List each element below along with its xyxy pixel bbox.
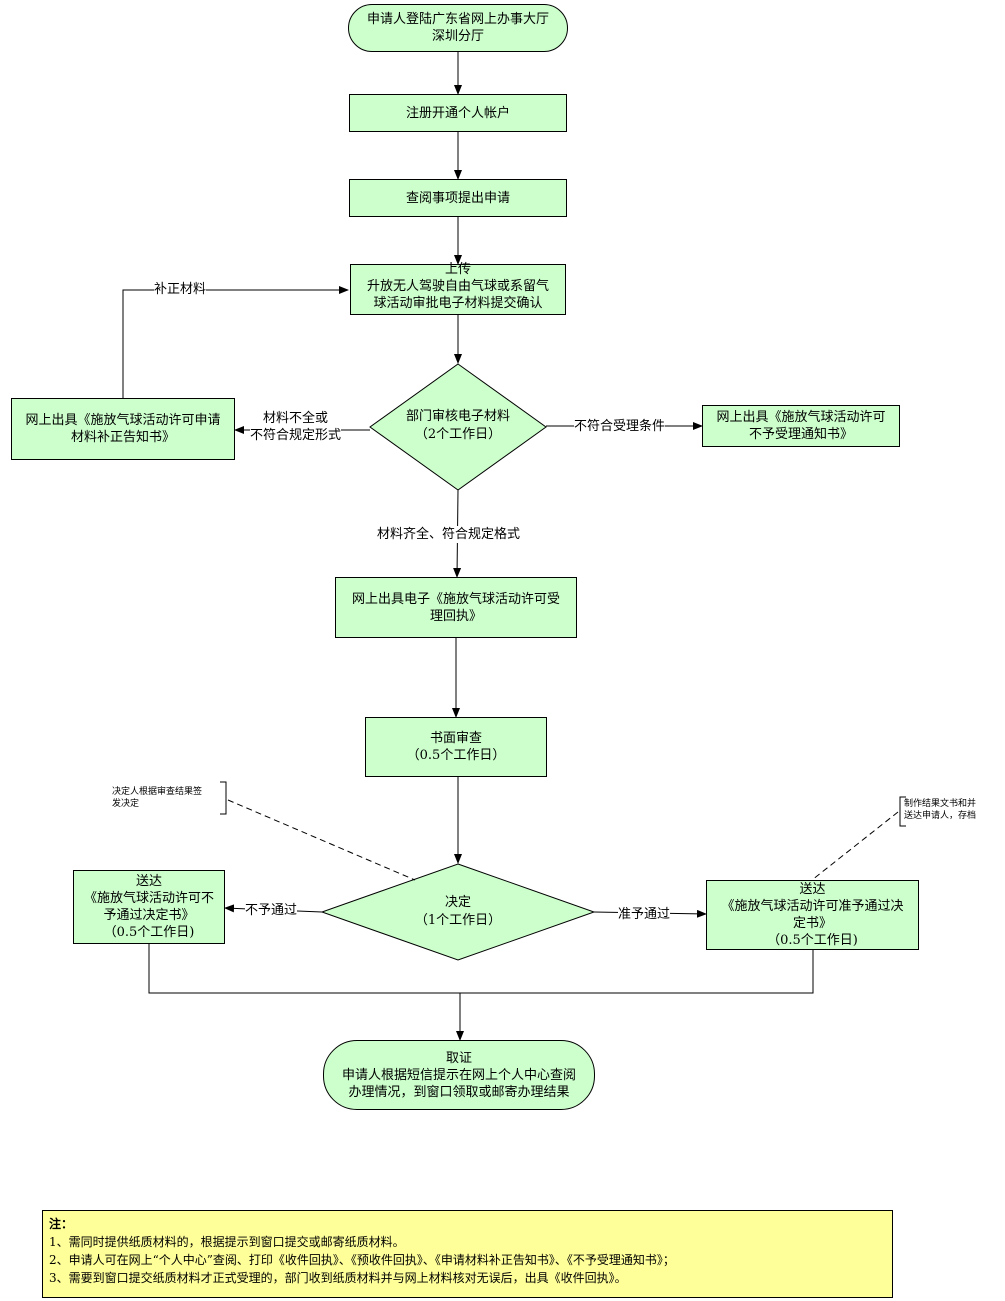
node-upload: 上传 升放无人驾驶自由气球或系留气 球活动审批电子材料提交确认: [350, 262, 566, 315]
node-written-review: 书面审查 （0.5个工作日）: [365, 717, 547, 777]
node-deny-delivery-line-3: 予通过决定书》: [103, 908, 195, 923]
node-upload-line-1: 上传: [444, 262, 471, 277]
node-start: 申请人登陆广东省网上办事大厅 深圳分厅: [348, 4, 568, 52]
node-deny-delivery-line-4: （0.5个工作日): [103, 925, 195, 940]
label-incomplete-line-2: 不符合规定形式: [250, 428, 342, 443]
decision-diamond: [320, 863, 596, 961]
node-deny-delivery-line-2: 《施放气球活动许可不: [83, 891, 214, 906]
node-approve-delivery: 送达 《施放气球活动许可准予通过决 定书》 （0.5个工作日): [706, 880, 919, 950]
node-reject-notice-line-1: 网上出具《施放气球活动许可: [716, 410, 886, 425]
label-deny: 不予通过: [245, 902, 298, 919]
label-not-eligible: 不符合受理条件: [574, 418, 666, 435]
merge-line: [148, 944, 814, 994]
label-complete: 材料齐全、符合规定格式: [377, 526, 521, 543]
label-approve-text: 准予通过: [618, 907, 671, 922]
node-collect: 取证 申请人根据短信提示在网上个人中心查阅 办理情况，到窗口领取或邮寄办理结果: [323, 1040, 595, 1110]
node-supplement-notice: 网上出具《施放气球活动许可申请 材料补正告知书》: [11, 398, 235, 460]
node-review: 部门审核电子材料 （2个工作日）: [388, 408, 528, 444]
arrow-supplement-upload: [122, 286, 349, 398]
node-receipt: 网上出具电子《施放气球活动许可受 理回执》: [335, 577, 577, 638]
node-start-line-1: 申请人登陆广东省网上办事大厅: [366, 12, 549, 27]
node-reject-notice: 网上出具《施放气球活动许可 不予受理通知书》: [702, 405, 900, 447]
producer-note-leader: [811, 811, 899, 881]
node-review-line-1: 部门审核电子材料: [405, 409, 510, 424]
node-collect-line-3: 办理情况，到窗口领取或邮寄办理结果: [348, 1084, 570, 1100]
node-register-line-1: 注册开通个人帐户: [405, 105, 510, 121]
node-collect-line-1: 取证: [445, 1050, 472, 1066]
footnote-line-2: 2、申请人可在网上“个人中心”查阅、打印《收件回执》、《预收件回执》、《申请材料…: [49, 1253, 675, 1267]
node-collect-line-2: 申请人根据短信提示在网上个人中心查阅: [341, 1067, 576, 1083]
note-producer-line-2: 送达申请人，存档: [904, 811, 977, 821]
node-deny-delivery-line-1: 送达: [135, 874, 162, 889]
label-not-eligible-text: 不符合受理条件: [574, 419, 666, 434]
node-approve-delivery-line-2: 《施放气球活动许可准予通过决: [721, 899, 904, 914]
node-decision-line-1: 决定: [444, 895, 471, 910]
label-supplement-text: 补正材料: [154, 282, 207, 297]
note-decider-line-2: 发决定: [112, 799, 140, 809]
node-written-review-line-2: （0.5个工作日）: [406, 748, 506, 763]
node-register: 注册开通个人帐户: [349, 94, 567, 132]
decider-note-leader: [227, 799, 416, 881]
note-decider-line-1: 决定人根据审查结果签: [112, 787, 203, 797]
node-deny-delivery: 送达 《施放气球活动许可不 予通过决定书》 （0.5个工作日): [73, 870, 225, 944]
footnote-line-3: 3、需要到窗口提交纸质材料才正式受理的，部门收到纸质材料并与网上材料核对无误后，…: [49, 1271, 627, 1285]
footnote-box: 注： 1、需同时提供纸质材料的，根据提示到窗口提交或邮寄纸质材料。 2、申请人可…: [42, 1210, 893, 1298]
node-approve-delivery-line-4: （0.5个工作日): [767, 933, 858, 948]
label-incomplete: 材料不全或 不符合规定形式: [250, 410, 342, 444]
node-approve-delivery-line-3: 定书》: [792, 916, 832, 931]
note-producer-line-1: 制作结果文书和并: [904, 799, 977, 809]
producer-note-bracket: [899, 796, 906, 827]
label-supplement: 补正材料: [154, 281, 207, 298]
node-supplement-notice-line-1: 网上出具《施放气球活动许可申请: [25, 413, 221, 428]
label-approve: 准予通过: [618, 906, 671, 923]
node-decision: 决定 （1个工作日）: [398, 894, 518, 930]
footnote-line-1: 1、需同时提供纸质材料的，根据提示到窗口提交或邮寄纸质材料。: [49, 1235, 405, 1249]
node-apply-line-1: 查阅事项提出申请: [405, 190, 510, 206]
node-upload-line-3: 球活动审批电子材料提交确认: [373, 296, 543, 311]
node-receipt-line-1: 网上出具电子《施放气球活动许可受: [351, 591, 560, 607]
node-apply: 查阅事项提出申请: [349, 179, 567, 217]
node-approve-delivery-line-1: 送达: [799, 882, 826, 897]
node-start-line-2: 深圳分厅: [431, 29, 484, 44]
footnote-title: 注：: [49, 1217, 74, 1231]
label-incomplete-line-1: 材料不全或: [263, 411, 329, 426]
note-producer: 制作结果文书和并 送达申请人，存档: [904, 798, 976, 822]
label-deny-text: 不予通过: [245, 903, 298, 918]
node-upload-line-2: 升放无人驾驶自由气球或系留气: [366, 279, 549, 294]
node-supplement-notice-line-2: 材料补正告知书》: [70, 430, 175, 445]
node-reject-notice-line-2: 不予受理通知书》: [748, 427, 853, 442]
decider-note-bracket: [220, 781, 227, 815]
node-written-review-line-1: 书面审查: [429, 731, 482, 746]
node-decision-line-2: （1个工作日）: [414, 913, 502, 928]
label-complete-text: 材料齐全、符合规定格式: [377, 527, 521, 542]
node-receipt-line-2: 理回执》: [429, 608, 482, 624]
node-review-line-2: （2个工作日）: [414, 427, 502, 442]
note-decider: 决定人根据审查结果签 发决定: [112, 786, 202, 810]
